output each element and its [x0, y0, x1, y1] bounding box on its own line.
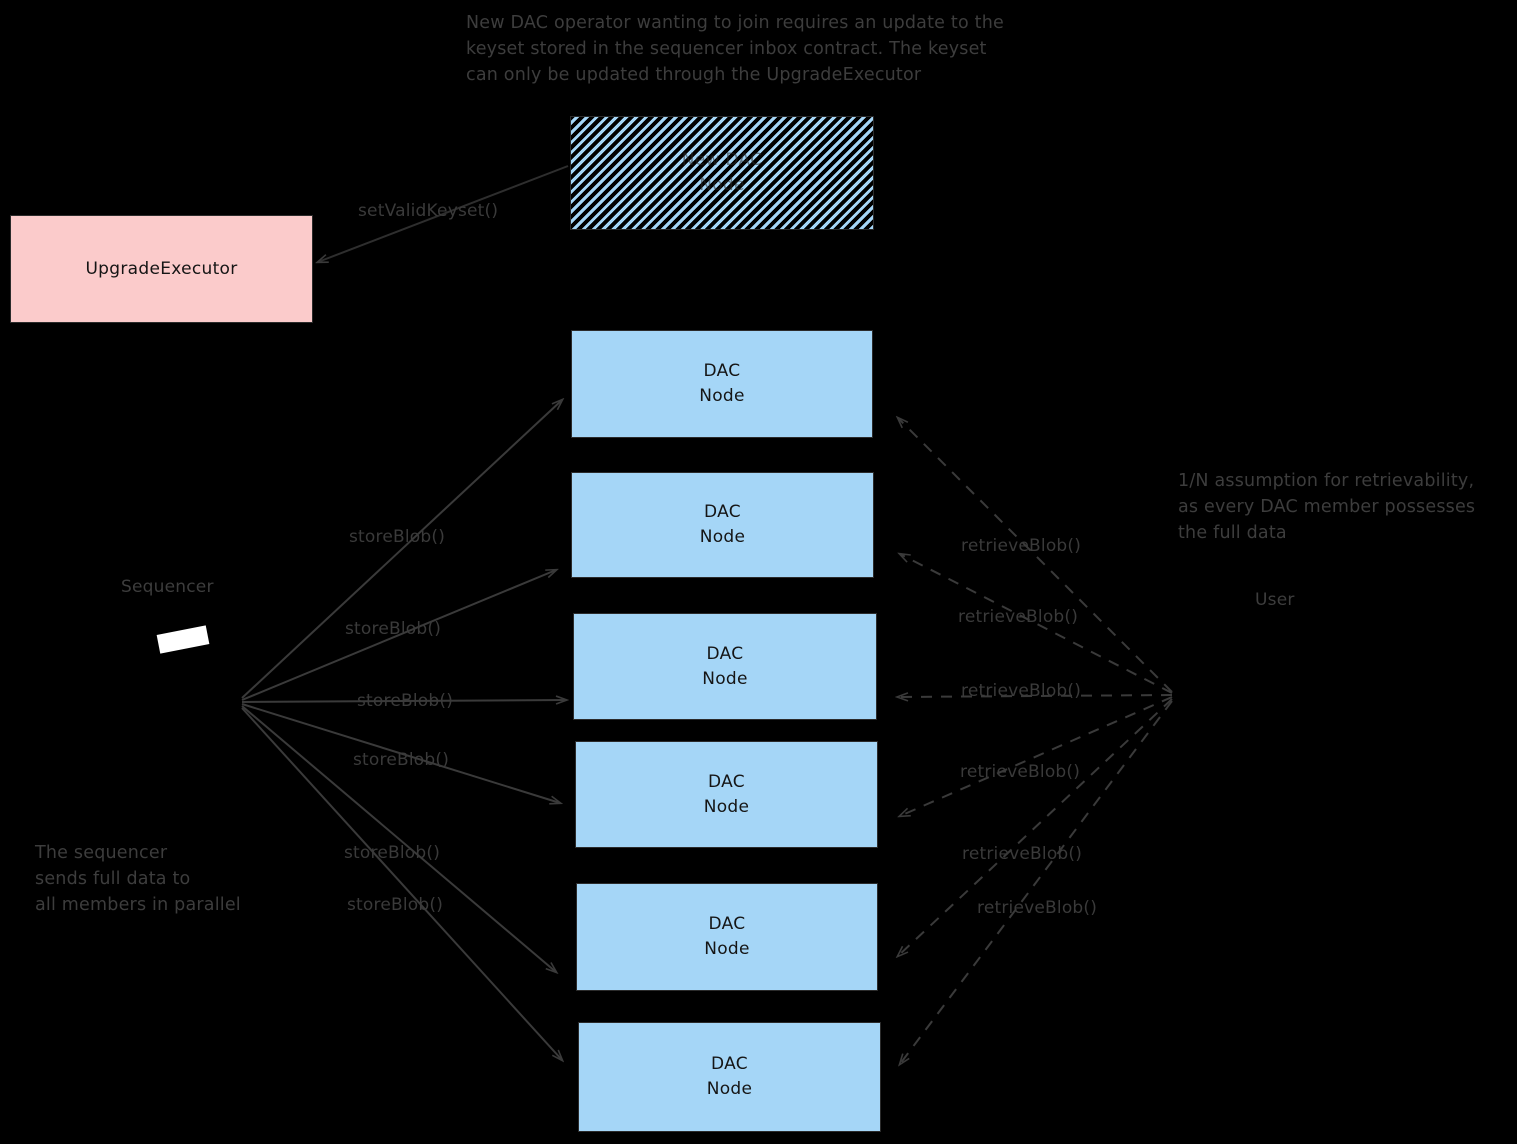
edge-label-retrieve-blob-5: retrieveBlob(): [962, 844, 1083, 864]
actor-user-label: User: [1255, 590, 1295, 610]
node-upgrade-executor-label: UpgradeExecutor: [85, 258, 238, 279]
node-new-dac-node-label: New DAC Node: [681, 150, 763, 195]
edge-label-store-blob-5: storeBlob(): [344, 843, 441, 863]
edge-store-blob-group: [241, 400, 566, 1060]
edge-label-store-blob-2: storeBlob(): [345, 619, 442, 639]
node-dac-node-4[interactable]: DAC Node: [575, 741, 878, 848]
edge-label-store-blob-6: storeBlob(): [347, 895, 444, 915]
edge-label-retrieve-blob-1: retrieveBlob(): [961, 536, 1082, 556]
edge-label-set-valid-keyset: setValidKeyset(): [358, 201, 499, 221]
edge-label-store-blob-1: storeBlob(): [349, 527, 446, 547]
node-dac-node-2[interactable]: DAC Node: [571, 472, 874, 578]
node-dac-node-3[interactable]: DAC Node: [573, 613, 877, 720]
edge-label-retrieve-blob-3: retrieveBlob(): [961, 681, 1082, 701]
note-sequencer-parallel: The sequencer sends full data to all mem…: [35, 843, 241, 915]
node-dac-node-1-label: DAC Node: [699, 361, 745, 406]
edge-label-store-blob-4: storeBlob(): [353, 750, 450, 770]
node-dac-node-5[interactable]: DAC Node: [576, 883, 878, 991]
edge-label-retrieve-blob-4: retrieveBlob(): [960, 762, 1081, 782]
edge-retrieve-blob-group: [898, 418, 1173, 1064]
note-keyset-update: New DAC operator wanting to join require…: [466, 13, 1004, 85]
sequencer-icon: [156, 625, 210, 654]
note-retrievability: 1/N assumption for retrievability, as ev…: [1178, 471, 1476, 543]
node-dac-node-3-label: DAC Node: [702, 643, 748, 689]
node-dac-node-6-label: DAC Node: [706, 1054, 753, 1099]
actor-sequencer-label: Sequencer: [121, 577, 214, 597]
node-upgrade-executor[interactable]: UpgradeExecutor: [10, 215, 313, 323]
edge-label-retrieve-blob-2: retrieveBlob(): [958, 607, 1079, 627]
edge-label-store-blob-3: storeBlob(): [357, 691, 454, 711]
node-dac-node-6[interactable]: DAC Node: [578, 1022, 881, 1132]
edge-label-retrieve-blob-6: retrieveBlob(): [977, 898, 1098, 918]
node-dac-node-4-label: DAC Node: [703, 771, 750, 817]
node-new-dac-node[interactable]: New DAC Node: [570, 116, 874, 230]
node-dac-node-5-label: DAC Node: [704, 914, 750, 959]
node-dac-node-1[interactable]: DAC Node: [571, 330, 873, 438]
node-dac-node-2-label: DAC Node: [699, 502, 746, 547]
